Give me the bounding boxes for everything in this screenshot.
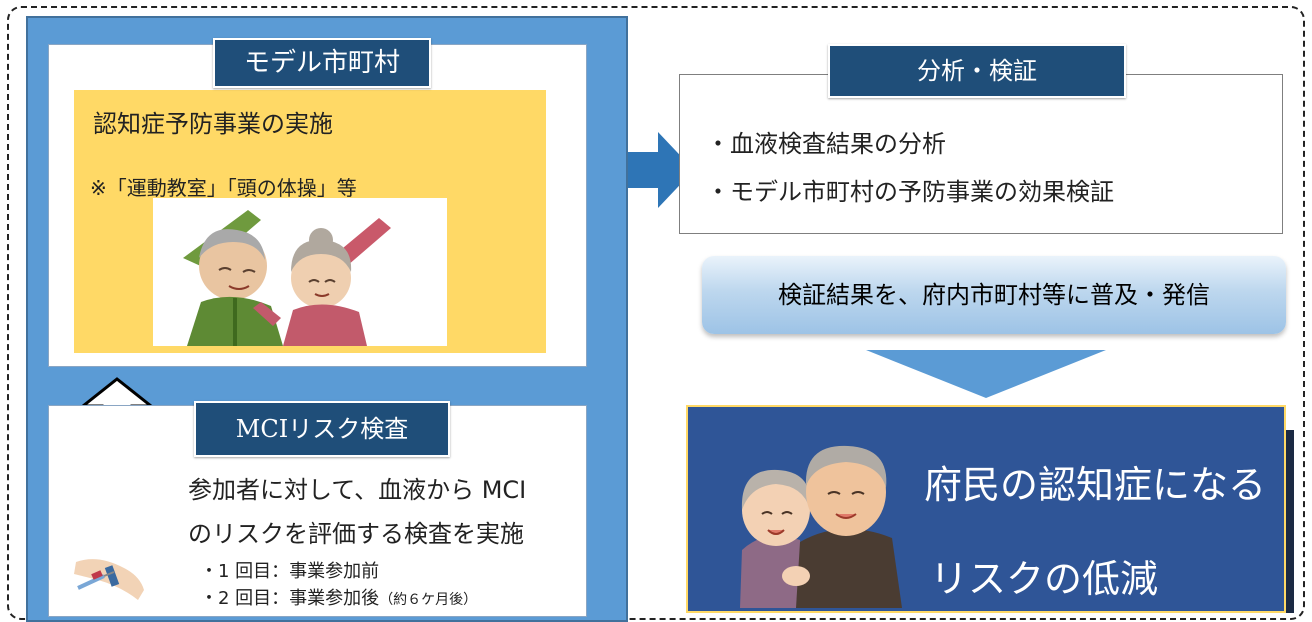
analysis-item: ・血液検査結果の分析 [706, 130, 946, 158]
mci-second-test-note: （約６ケ月後） [379, 592, 478, 608]
exercise-illustration-icon [153, 198, 447, 346]
mci-second-test-label: ・2 回目：事業参加後 [200, 588, 380, 609]
down-arrow-icon [866, 350, 1106, 398]
blood-test-arm-icon [68, 528, 148, 608]
prevention-note: ※「運動教室」「頭の体操」等 [90, 176, 357, 200]
analysis-item: ・モデル市町村の予防事業の効果検証 [706, 178, 1114, 206]
mci-test-title: MCIリスク検査 [194, 401, 450, 457]
mci-description-line1: 参加者に対して、血液から MCI [188, 476, 527, 504]
outer-frame [7, 6, 1305, 620]
mci-description-line2: のリスクを評価する検査を実施 [188, 520, 524, 548]
mci-first-test: ・1 回目：事業参加前 [200, 561, 380, 582]
elderly-couple-illustration-icon [736, 430, 906, 608]
analysis-title: 分析・検証 [828, 44, 1126, 98]
result-line1: 府民の認知症になる [924, 463, 1267, 507]
dissemination-banner: 検証結果を、府内市町村等に普及・発信 [702, 256, 1286, 334]
result-shadow [1284, 430, 1294, 613]
prevention-title: 認知症予防事業の実施 [93, 110, 333, 138]
model-municipality-title: モデル市町村 [213, 38, 431, 88]
mci-second-test: ・2 回目：事業参加後（約６ケ月後） [200, 584, 477, 610]
right-arrow-icon [628, 132, 694, 208]
result-line2: リスクの低減 [930, 557, 1159, 601]
